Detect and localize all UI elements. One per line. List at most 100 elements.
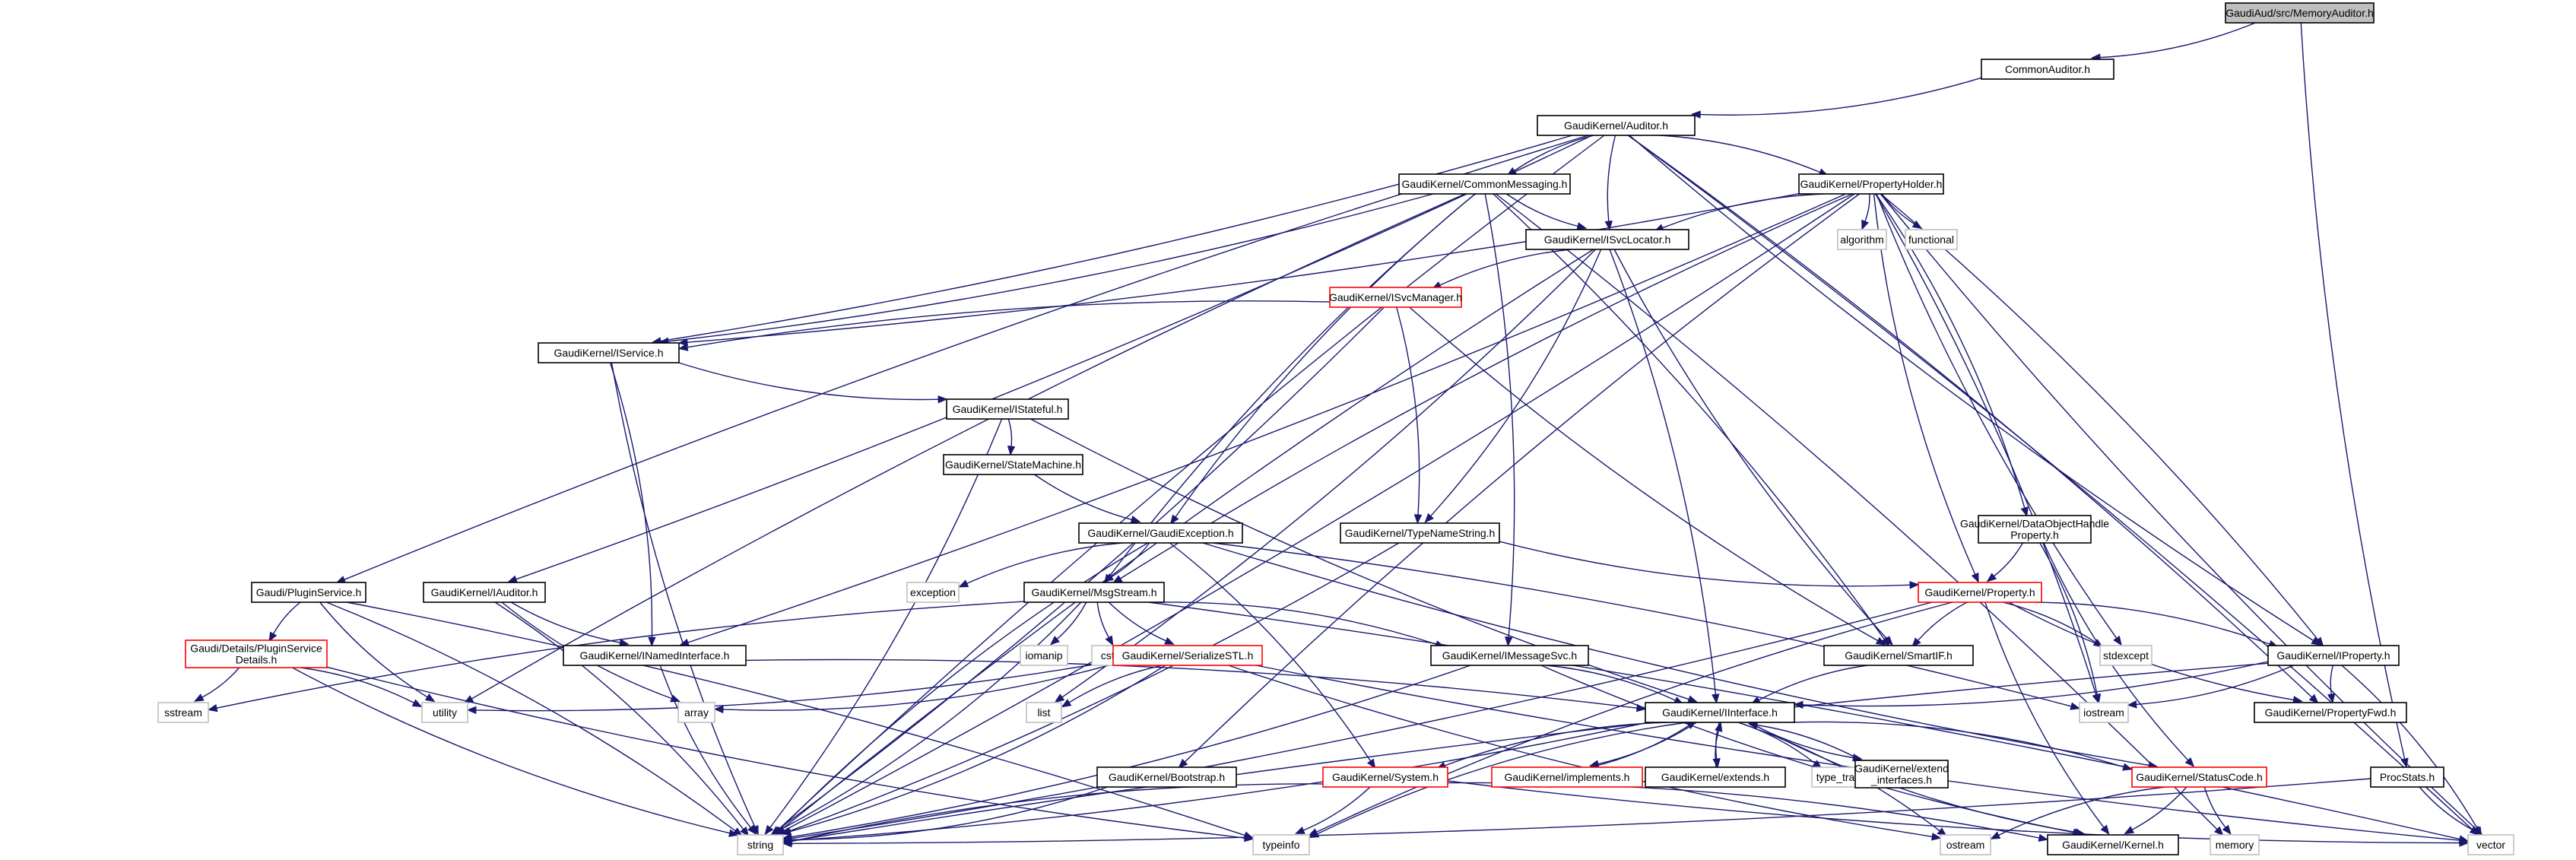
node-box-iinterface <box>1645 702 1795 723</box>
edge-iinterface-to-system <box>1444 722 1669 766</box>
node-box-exception <box>906 582 960 603</box>
node-auditor[interactable]: GaudiKernel/Auditor.h <box>1537 115 1696 136</box>
node-box-iproperty <box>2267 645 2400 666</box>
node-label-pluginservicedetails: Gaudi/Details/PluginService <box>190 643 322 655</box>
node-label-bootstrap: GaudiKernel/Bootstrap.h <box>1109 771 1225 783</box>
arrowhead-pluginservicedetails-to-string <box>728 829 739 837</box>
node-iinterface[interactable]: GaudiKernel/IInterface.h <box>1645 702 1795 723</box>
node-string: string <box>737 834 784 855</box>
node-memauditor[interactable]: GaudiAud/src/MemoryAuditor.h <box>2225 2 2375 24</box>
edge-serializestl-to-ostream <box>1228 665 1933 838</box>
node-commonmessaging[interactable]: GaudiKernel/CommonMessaging.h <box>1398 173 1571 195</box>
arrowhead-auditor-to-propertyfwd <box>2308 693 2319 704</box>
arrowhead-extends-to-iinterface <box>1715 722 1723 732</box>
node-label-iproperty: GaudiKernel/IProperty.h <box>2276 649 2390 662</box>
node-smartif[interactable]: GaudiKernel/SmartIF.h <box>1823 645 1974 666</box>
node-msgstream[interactable]: GaudiKernel/MsgStream.h <box>1023 582 1165 603</box>
node-statuscode[interactable]: GaudiKernel/StatusCode.h <box>2131 766 2267 788</box>
node-iauditor[interactable]: GaudiKernel/IAuditor.h <box>423 582 546 603</box>
node-pluginservice[interactable]: Gaudi/PluginService.h <box>251 582 366 603</box>
node-label-implements: GaudiKernel/implements.h <box>1505 771 1630 783</box>
node-box-array <box>677 702 715 723</box>
edge-iproperty-to-propertyfwd <box>2330 665 2333 695</box>
edge-propertyholder-to-isvclocator <box>1662 193 1825 229</box>
node-system[interactable]: GaudiKernel/System.h <box>1322 766 1448 788</box>
edge-iproperty-to-string <box>791 662 2269 842</box>
edge-pluginservicedetails-to-string <box>292 667 730 834</box>
node-label-propertyholder: GaudiKernel/PropertyHolder.h <box>1800 178 1943 190</box>
node-iproperty[interactable]: GaudiKernel/IProperty.h <box>2267 645 2400 666</box>
node-commonauditor[interactable]: CommonAuditor.h <box>1981 59 2114 80</box>
edge-pluginservice-to-string <box>326 601 736 832</box>
edge-msgstream-to-sstream <box>216 601 1025 709</box>
node-propertyholder[interactable]: GaudiKernel/PropertyHolder.h <box>1798 173 1944 195</box>
arrowhead-auditor-to-iauditor <box>507 575 518 583</box>
node-statemachine[interactable]: GaudiKernel/StateMachine.h <box>943 454 1083 475</box>
edge-isvclocator-to-isvcmanager <box>1439 249 1572 286</box>
node-functional: functional <box>1905 229 1958 250</box>
edge-iproperty-to-iostream <box>2136 665 2294 706</box>
edge-iauditor-to-string <box>494 601 744 830</box>
node-label-kernel: GaudiKernel/Kernel.h <box>2062 839 2164 851</box>
node-serializestl[interactable]: GaudiKernel/SerializeSTL.h <box>1112 645 1263 666</box>
node-istateful[interactable]: GaudiKernel/IStateful.h <box>946 398 1069 420</box>
edge-iproperty-to-vector <box>2341 665 2478 829</box>
arrowhead-isvclocator-to-iinterface <box>1712 693 1720 704</box>
edge-dataobjecthandle-to-property <box>1994 542 2024 577</box>
node-label-string: string <box>747 839 773 851</box>
node-typenamestring[interactable]: GaudiKernel/TypeNameString.h <box>1340 522 1500 544</box>
node-box-implements <box>1491 766 1643 788</box>
edge-statuscode-to-kernel <box>2131 786 2187 830</box>
node-gaudiexception[interactable]: GaudiKernel/GaudiException.h <box>1078 522 1243 544</box>
node-memory: memory <box>2210 834 2260 855</box>
node-box-procstats <box>2370 766 2444 788</box>
edge-serializestl-to-utility <box>475 660 1114 712</box>
edge-iauditor-to-inamedinterface <box>510 601 620 643</box>
node-iservice[interactable]: GaudiKernel/IService.h <box>538 342 680 363</box>
edge-auditor-to-pluginservice <box>344 135 1589 580</box>
edge-iinterface-to-extendinterfaces <box>1749 722 1854 759</box>
edge-statemachine-to-gaudiexception <box>1034 474 1132 521</box>
arrowhead-isvclocator-to-smartif <box>1883 636 1893 646</box>
node-kernel[interactable]: GaudiKernel/Kernel.h <box>2047 834 2179 855</box>
node-property[interactable]: GaudiKernel/Property.h <box>1918 582 2042 603</box>
arrowhead-pluginservicedetails-to-sstream <box>193 693 205 702</box>
node-extends[interactable]: GaudiKernel/extends.h <box>1645 766 1786 788</box>
node-procstats[interactable]: ProcStats.h <box>2370 766 2444 788</box>
edge-isvclocator-to-typenamestring <box>1430 249 1602 517</box>
node-label-memory: memory <box>2216 839 2254 851</box>
node-isvcmanager[interactable]: GaudiKernel/ISvcManager.h <box>1329 287 1462 308</box>
node-isvclocator[interactable]: GaudiKernel/ISvcLocator.h <box>1525 229 1689 250</box>
edge-propertyholder-to-string <box>783 193 1855 832</box>
edge-typenamestring-to-property <box>1499 541 1911 587</box>
edge-system-to-vector <box>1447 780 2460 844</box>
arrowhead-istateful-to-statemachine <box>1007 446 1016 456</box>
edge-serializestl-to-array <box>722 663 1114 711</box>
arrowhead-gaudiexception-to-msgstream <box>1103 573 1114 582</box>
node-propertyfwd[interactable]: GaudiKernel/PropertyFwd.h <box>2254 702 2407 723</box>
node-implements[interactable]: GaudiKernel/implements.h <box>1491 766 1643 788</box>
edge-propertyholder-to-iostream <box>1875 193 2097 696</box>
node-imessagesvc[interactable]: GaudiKernel/IMessageSvc.h <box>1430 645 1589 666</box>
node-label-utility: utility <box>433 706 457 719</box>
edge-iservice-to-istateful <box>678 362 939 401</box>
node-extendinterfaces[interactable]: GaudiKernel/extend_interfaces.h <box>1854 760 1949 789</box>
node-box-isvcmanager <box>1329 287 1462 308</box>
arrowhead-gaudiexception-to-system <box>1366 758 1376 770</box>
node-bootstrap[interactable]: GaudiKernel/Bootstrap.h <box>1096 766 1237 788</box>
edge-smartif-to-iinterface <box>1758 665 1868 701</box>
node-inamedinterface[interactable]: GaudiKernel/INamedInterface.h <box>563 645 747 666</box>
arrowhead-propertyholder-to-property <box>1971 572 1979 583</box>
edge-istateful-to-statemachine <box>1007 418 1013 447</box>
node-box-iservice <box>538 342 680 363</box>
edge-propertyholder-to-algorithm <box>1864 193 1870 222</box>
arrowhead-isvclocator-to-list <box>1054 693 1065 703</box>
node-box-ostream <box>1940 834 1991 855</box>
node-list: list <box>1026 702 1062 723</box>
edge-gaudiexception-to-exception <box>966 542 1123 585</box>
node-box-serializestl <box>1112 645 1263 666</box>
arrowhead-serializestl-to-utility <box>466 706 477 715</box>
arrowhead-iauditor-to-string <box>740 826 750 837</box>
